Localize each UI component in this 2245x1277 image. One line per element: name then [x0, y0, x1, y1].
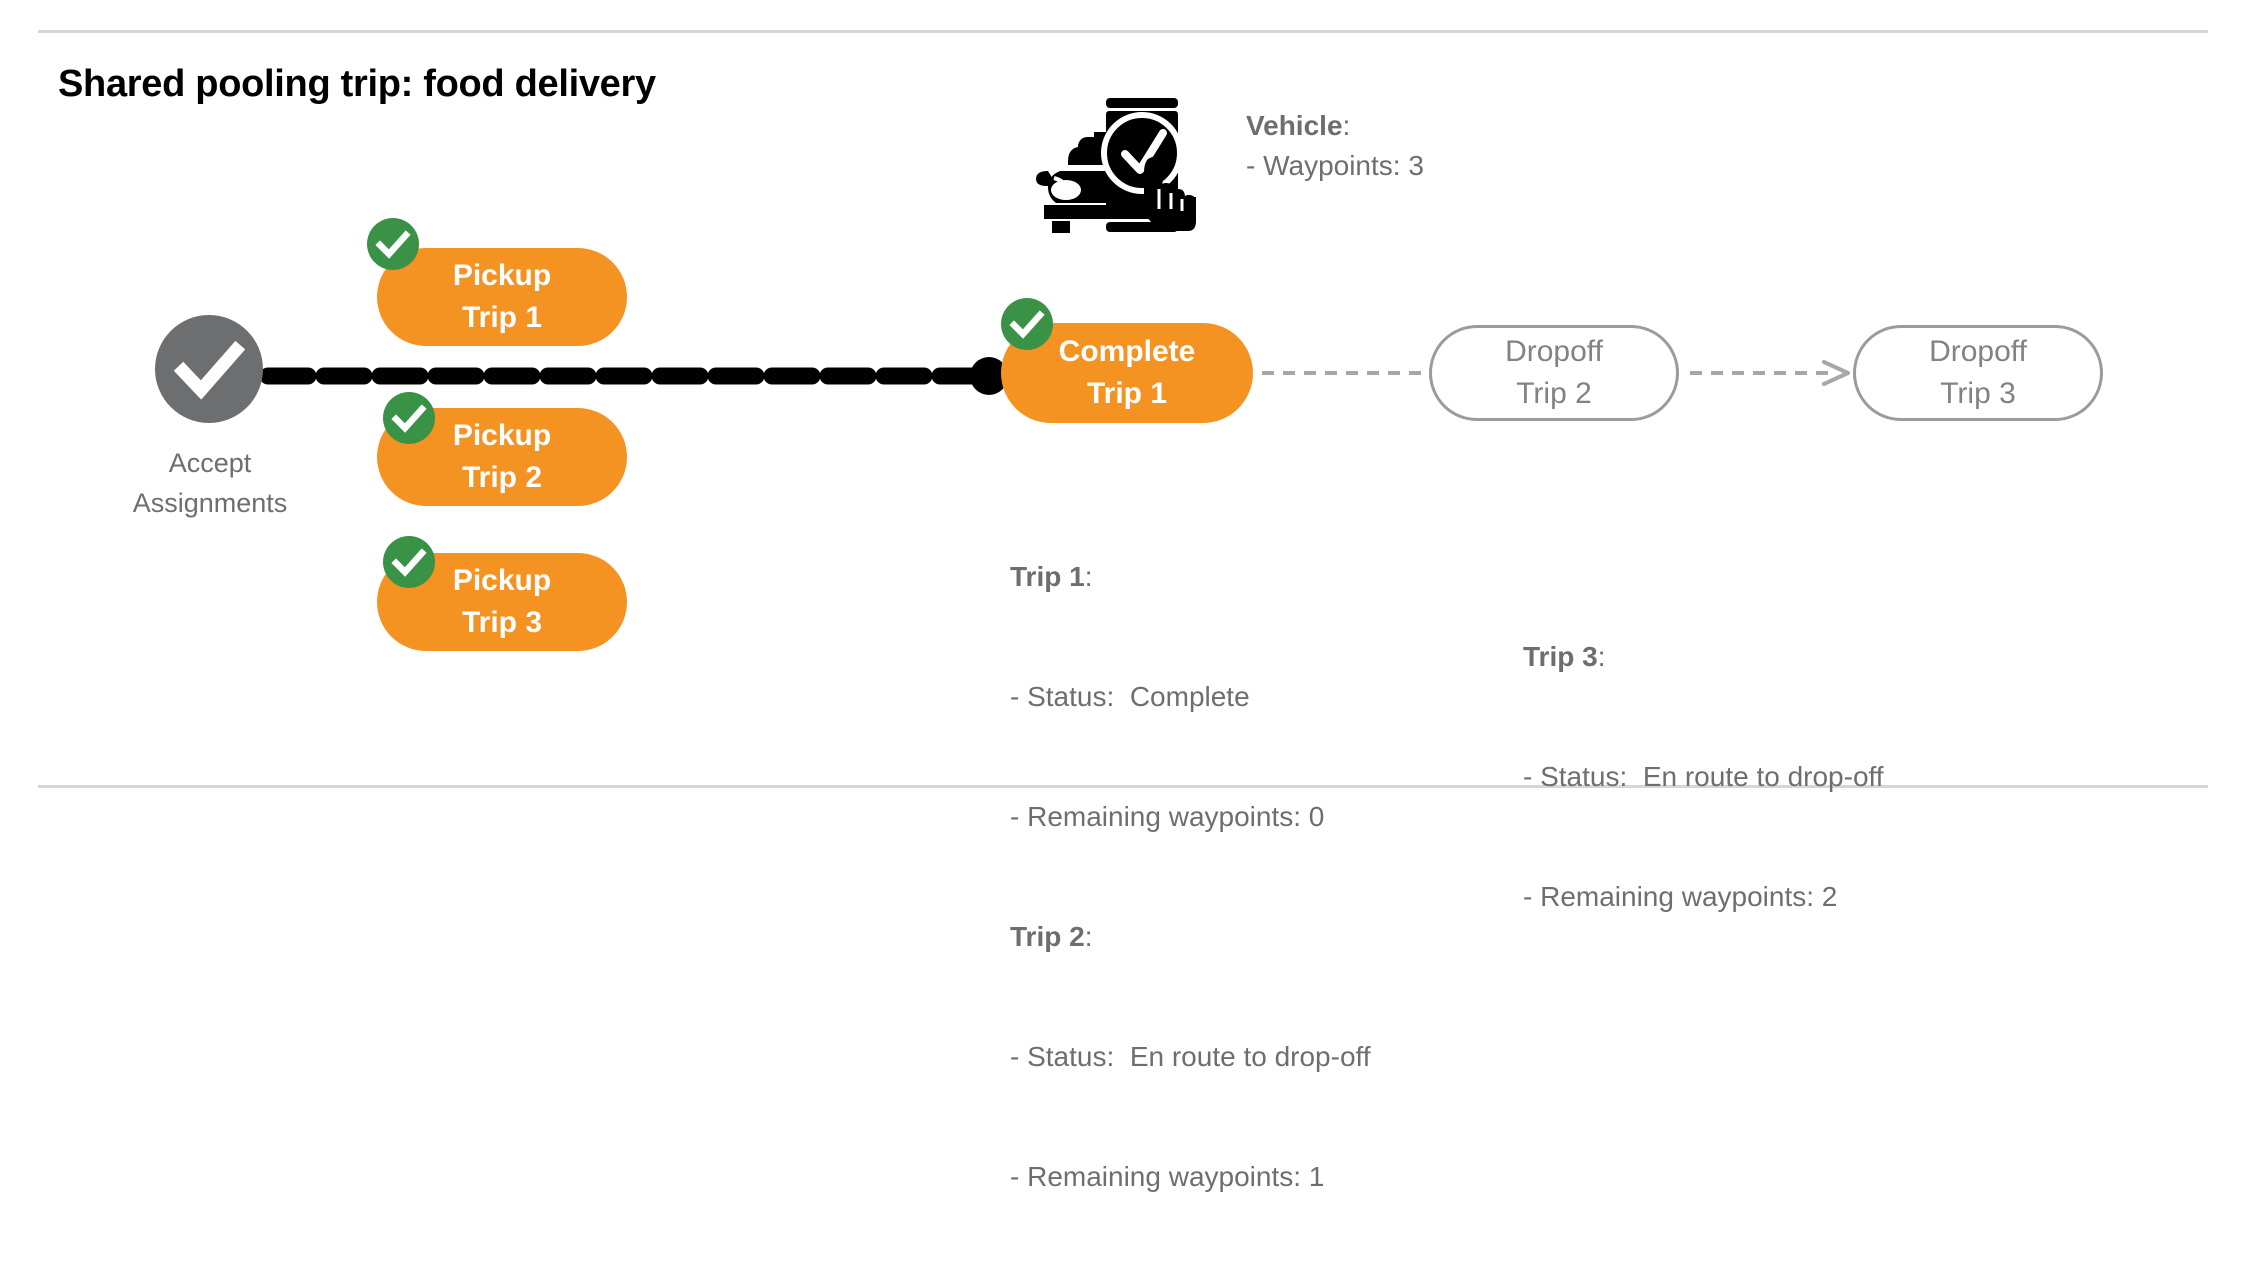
- vehicle-phone-check-glyph: [1036, 98, 1196, 233]
- dropoff-trip-3-line1: Dropoff: [1929, 335, 2027, 368]
- top-divider: [38, 30, 2208, 33]
- complete-trip-1-check-badge-icon: [1001, 298, 1053, 350]
- accept-label-line1: Accept: [168, 448, 252, 478]
- bottom-divider: [38, 785, 2208, 788]
- trip3-heading-colon: :: [1597, 641, 1606, 672]
- vehicle-legend: Vehicle: - Waypoints: 3: [1246, 106, 1424, 186]
- vehicle-waypoints-line: - Waypoints: 3: [1246, 150, 1424, 181]
- dropoff-trip-2-node[interactable]: Dropoff Trip 2: [1429, 325, 1679, 421]
- complete-trip-1-line1: Complete: [1058, 335, 1196, 368]
- vehicle-phone-check-icon: [1030, 85, 1210, 235]
- trip1-status: - Status: Complete: [1010, 681, 1250, 712]
- vehicle-legend-heading: Vehicle:: [1246, 106, 1424, 146]
- vehicle-legend-colon: :: [1342, 110, 1351, 141]
- trip3-remaining: - Remaining waypoints: 2: [1523, 881, 1838, 912]
- dropoff-trip-3-node[interactable]: Dropoff Trip 3: [1853, 325, 2103, 421]
- accept-assignments-label: Accept Assignments: [100, 443, 320, 523]
- pickup-trip-1-check-badge-icon: [367, 218, 419, 270]
- dropoff-trip-3-line2: Trip 3: [1940, 377, 2016, 410]
- check-badge-icon: [375, 230, 411, 259]
- check-badge-icon: [1009, 310, 1045, 339]
- dropoff-trip-2-line2: Trip 2: [1516, 377, 1592, 410]
- check-circle-icon: [173, 340, 246, 400]
- diagram-canvas: Shared pooling trip: food delivery Accep…: [38, 30, 2208, 1192]
- pickup-trip-3-line1: Pickup: [452, 564, 552, 597]
- pickup-trip-2-check-badge-icon: [383, 392, 435, 444]
- check-badge-icon: [391, 548, 427, 577]
- trip2-heading-colon: :: [1084, 921, 1093, 952]
- check-badge-icon: [391, 404, 427, 433]
- trip3-heading: Trip 3:: [1523, 637, 1884, 677]
- trip1-remaining: - Remaining waypoints: 0: [1010, 801, 1325, 832]
- pickup-trip-3-line2: Trip 3: [461, 606, 543, 639]
- complete-trip-1-line2: Trip 1: [1086, 377, 1168, 410]
- page-title: Shared pooling trip: food delivery: [58, 63, 656, 105]
- trip2-heading-label: Trip 2: [1010, 921, 1085, 952]
- dropoff-trip-2-line1: Dropoff: [1505, 335, 1603, 368]
- accept-label-line2: Assignments: [132, 488, 288, 518]
- trip2-status: - Status: En route to drop-off: [1010, 1041, 1371, 1072]
- trip2-heading: Trip 2:: [1010, 917, 1371, 957]
- pickup-trip-3-check-badge-icon: [383, 536, 435, 588]
- pickup-trip-2-line2: Trip 2: [461, 461, 543, 494]
- accept-assignments-node[interactable]: [155, 315, 263, 423]
- trip3-heading-label: Trip 3: [1523, 641, 1598, 672]
- pickup-trip-1-line1: Pickup: [452, 259, 552, 292]
- trip1-heading-colon: :: [1084, 561, 1093, 592]
- trip3-status: - Status: En route to drop-off: [1523, 761, 1884, 792]
- pickup-trip-2-line1: Pickup: [452, 419, 552, 452]
- trip2-remaining: - Remaining waypoints: 1: [1010, 1161, 1325, 1192]
- vehicle-legend-label: Vehicle: [1246, 110, 1343, 141]
- trip-details-left: Trip 1: - Status: Complete - Remaining w…: [1010, 477, 1371, 1277]
- pickup-trip-1-node[interactable]: Pickup Trip 1: [377, 248, 627, 346]
- pickup-trip-2-node[interactable]: Pickup Trip 2: [377, 408, 627, 506]
- trip-details-right: Trip 3: - Status: En route to drop-off -…: [1523, 557, 1884, 997]
- trip1-heading: Trip 1:: [1010, 557, 1371, 597]
- arrowhead-icon: [1822, 360, 1850, 386]
- pickup-trip-1-line2: Trip 1: [461, 301, 543, 334]
- trip1-heading-label: Trip 1: [1010, 561, 1085, 592]
